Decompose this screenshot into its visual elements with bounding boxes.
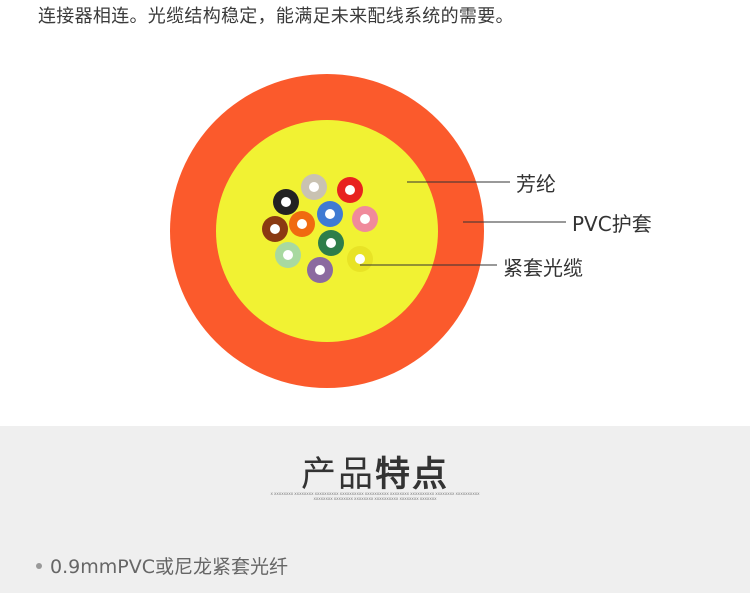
fiber-core-gray (309, 182, 319, 192)
label-aramid: 芳纶 (516, 172, 556, 196)
feature-item-text: 0.9mmPVC或尼龙紧套光纤 (50, 556, 288, 578)
fiber-core-light-green (283, 250, 293, 260)
features-title-bold: 特点 (375, 455, 450, 495)
fiber-core-yellow (355, 254, 365, 264)
features-title: 产品特点 (0, 446, 750, 497)
fiber-core-brown (270, 224, 280, 234)
fiber-core-orange (297, 219, 307, 229)
label-tight-fiber: 紧套光缆 (503, 256, 583, 280)
fiber-core-black (281, 197, 291, 207)
fiber-core-red (345, 185, 355, 195)
fiber-core-purple (315, 265, 325, 275)
fiber-core-green (326, 238, 336, 248)
fiber-core-blue (325, 209, 335, 219)
intro-text: 连接器相连。光缆结构稳定，能满足未来配线系统的需要。 (38, 6, 514, 27)
feature-list-item: 0.9mmPVC或尼龙紧套光纤 (36, 552, 288, 579)
fiber-core-pink (360, 214, 370, 224)
bullet-icon (36, 562, 42, 569)
features-title-light: 产品 (300, 455, 375, 495)
fiber-bundle (262, 174, 378, 283)
label-pvc-jacket: PVC护套 (572, 212, 652, 236)
features-section: 产品特点 X XXXXXXXX XXXXXXXX XXXXXXXXXX XXXX… (0, 426, 750, 593)
cable-cross-section-diagram (170, 74, 566, 388)
fine-print-text: X XXXXXXXX XXXXXXXX XXXXXXXXXX XXXXXXXXX… (270, 492, 480, 501)
